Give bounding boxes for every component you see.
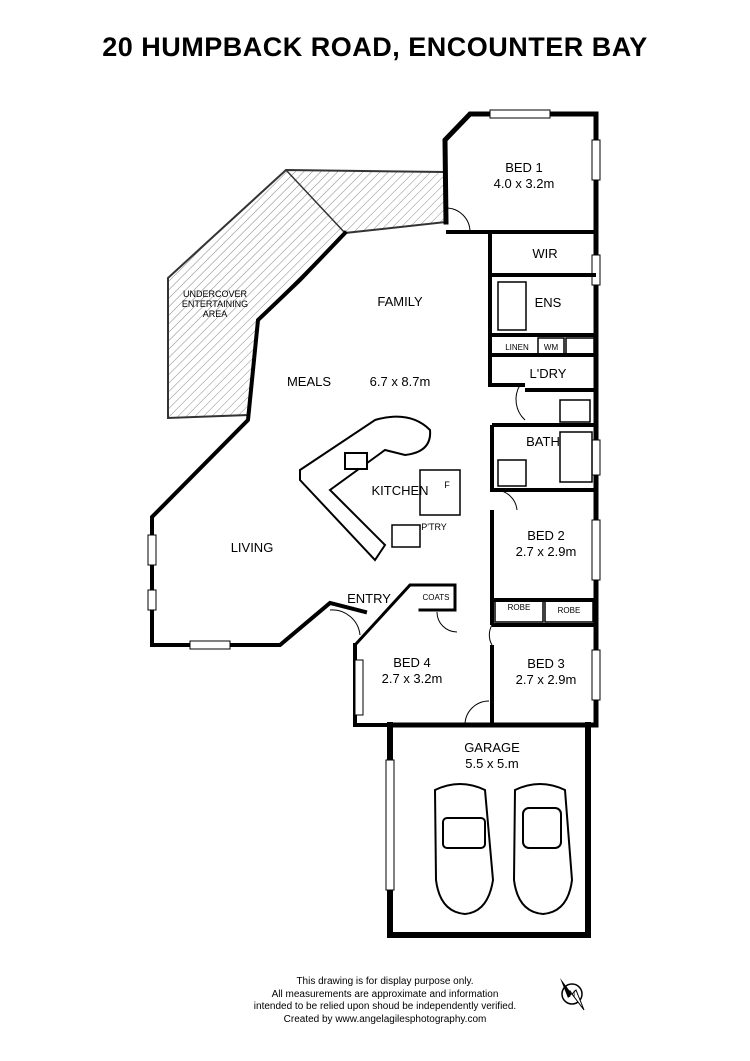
bed3-name: BED 3	[527, 656, 565, 671]
bath-name: BATH	[526, 434, 560, 449]
bed1-size: 4.0 x 3.2m	[494, 176, 555, 191]
windows	[147, 109, 601, 891]
ens-name: ENS	[535, 295, 562, 310]
compass-label: N	[569, 989, 576, 999]
entertaining-line3: AREA	[203, 309, 228, 319]
entry-name: ENTRY	[347, 591, 391, 606]
bed1-name: BED 1	[505, 160, 543, 175]
meals-name: MEALS	[287, 374, 331, 389]
robe-right-name: ROBE	[558, 606, 581, 615]
garage-size: 5.5 x 5.m	[465, 756, 518, 771]
robe-left-name: ROBE	[508, 603, 531, 612]
disclaimer-line-4: Created by www.angelagilesphotography.co…	[283, 1013, 487, 1025]
living-name: LIVING	[231, 540, 274, 555]
bed2-name: BED 2	[527, 528, 565, 543]
room-labels: BED 1 4.0 x 3.2m WIR ENS LINEN WM L'DRY …	[182, 160, 580, 771]
page-title: 20 HUMPBACK ROAD, ENCOUNTER BAY	[102, 32, 648, 62]
family-name: FAMILY	[377, 294, 423, 309]
door-swings	[329, 207, 526, 726]
disclaimer-line-3: intended to be relied upon shoud be inde…	[253, 1001, 517, 1012]
bed2-size: 2.7 x 2.9m	[516, 544, 577, 559]
interior-walls	[446, 230, 596, 725]
wir-name: WIR	[532, 246, 557, 261]
bed4-size: 2.7 x 3.2m	[382, 671, 443, 686]
bed3-size: 2.7 x 2.9m	[516, 672, 577, 687]
compass-icon: N	[560, 978, 585, 1011]
disclaimer-line-1: This drawing is for display purpose only…	[296, 976, 474, 987]
meals-size: 6.7 x 8.7m	[370, 374, 431, 389]
bed4-name: BED 4	[393, 655, 431, 670]
pantry-name: P'TRY	[421, 522, 447, 532]
laundry-name: L'DRY	[530, 366, 567, 381]
linen-name: LINEN	[505, 343, 529, 352]
wm-name: WM	[544, 343, 559, 352]
entertaining-line2: ENTERTAINING	[182, 299, 248, 309]
kitchen-bench	[299, 415, 432, 562]
entertaining-line1: UNDERCOVER	[183, 289, 248, 299]
coats-name: COATS	[423, 593, 450, 602]
fridge-label: F	[444, 480, 450, 490]
car-right	[512, 783, 574, 916]
disclaimer-line-2: All measurements are approximate and inf…	[271, 988, 499, 1000]
fixtures	[391, 281, 595, 623]
disclaimer: This drawing is for display purpose only…	[175, 976, 595, 1026]
garage-name: GARAGE	[464, 740, 520, 755]
car-left	[433, 783, 495, 916]
kitchen-name: KITCHEN	[371, 483, 428, 498]
